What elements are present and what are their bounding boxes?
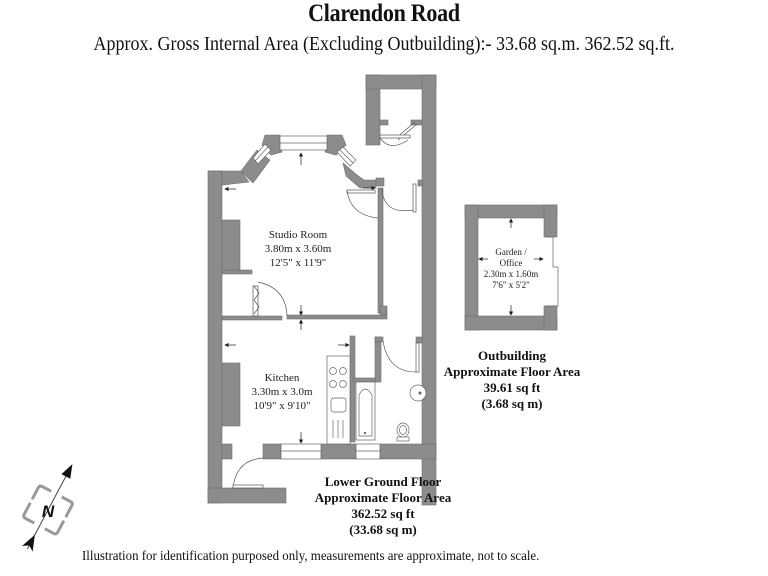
room-label-studio: Studio Room 3.80m x 3.60m 12'5" x 11'9" — [265, 229, 332, 269]
outbuilding-subtitle: Approximate Floor Area — [443, 364, 581, 379]
lower-ground-area-label: Lower Ground Floor Approximate Floor Are… — [303, 474, 463, 538]
outbuilding-arrows — [478, 218, 544, 316]
page-title: Clarendon Road — [308, 0, 460, 27]
svg-text:7'6" x 5'2": 7'6" x 5'2" — [492, 280, 530, 290]
lower-ground-subtitle: Approximate Floor Area — [314, 490, 452, 505]
outbuilding-title: Outbuilding — [478, 348, 546, 363]
outbuilding-window — [546, 236, 559, 307]
svg-text:3.80m x 3.60m: 3.80m x 3.60m — [265, 243, 332, 255]
svg-text:2.30m x 1.60m: 2.30m x 1.60m — [484, 269, 539, 279]
outbuilding-sqm: (3.68 sq m) — [481, 396, 543, 411]
svg-text:Studio Room: Studio Room — [269, 229, 328, 241]
outbuilding-walls — [464, 204, 558, 331]
outbuilding-area-label: Outbuilding Approximate Floor Area 39.61… — [432, 348, 592, 412]
gross-area-subtitle: Approx. Gross Internal Area (Excluding O… — [93, 33, 675, 55]
svg-text:12'5" x 11'9": 12'5" x 11'9" — [270, 257, 327, 269]
lower-ground-sqm: (33.68 sq m) — [349, 522, 417, 537]
outbuilding-sqft: 39.61 sq ft — [483, 380, 541, 395]
svg-text:Office: Office — [500, 258, 523, 268]
lower-ground-sqft: 362.52 sq ft — [351, 506, 415, 521]
svg-text:Kitchen: Kitchen — [265, 372, 300, 384]
fixtures — [326, 355, 427, 445]
dimension-arrows — [224, 152, 376, 444]
room-label-kitchen: Kitchen 3.30m x 3.0m 10'9" x 9'10" — [251, 372, 313, 412]
windows — [252, 135, 381, 460]
svg-text:N: N — [42, 502, 55, 521]
basin-icon — [409, 384, 427, 402]
lower-ground-title: Lower Ground Floor — [324, 474, 442, 489]
north-compass-icon: N — [22, 464, 74, 552]
svg-text:Garden /: Garden / — [495, 247, 527, 257]
doors — [232, 121, 420, 489]
room-label-garden-office: Garden / Office 2.30m x 1.60m 7'6" x 5'2… — [484, 247, 539, 290]
disclaimer: Illustration for identification purposed… — [82, 549, 540, 564]
svg-text:10'9" x 9'10": 10'9" x 9'10" — [254, 400, 311, 412]
sink-icon — [330, 397, 347, 413]
svg-text:3.30m x 3.0m: 3.30m x 3.0m — [251, 386, 313, 398]
